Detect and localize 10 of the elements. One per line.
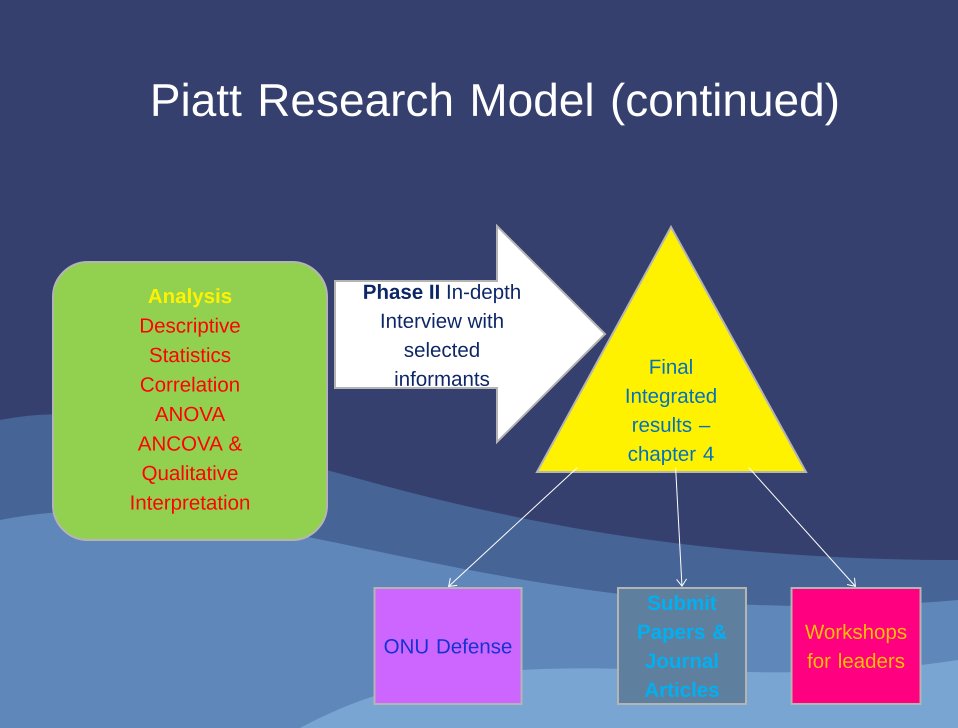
arrow [448, 467, 578, 587]
edge-label: Phase II In-depth Interview with selected informants [364, 284, 520, 386]
block-arrow [334, 224, 606, 444]
analysis-box: Analysis Descriptive Statistics Correlation ANOVA ANCOVA & Qualitative Interpretation [52, 261, 328, 541]
arrow [748, 467, 856, 587]
title: Piatt Research Model (continued) [154, 82, 838, 126]
defense-box: ONU Defense [374, 587, 522, 705]
submit-box: Submit Papers & Journal Articles [617, 587, 747, 705]
workshop-box: Workshops for leaders [790, 587, 922, 705]
arrow [675, 467, 688, 587]
